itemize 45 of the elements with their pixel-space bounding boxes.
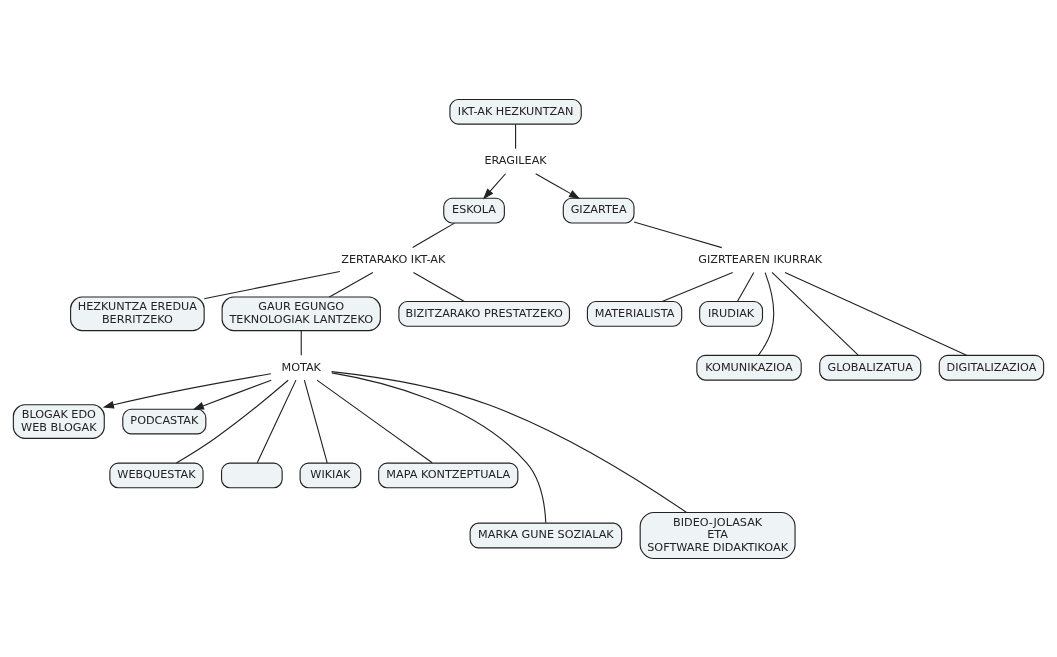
node-box: IKT-AK HEZKUNTZAN [449, 98, 582, 125]
node-box: BLOGAK EDO WEB BLOGAK [12, 403, 105, 439]
connector [331, 371, 547, 523]
connector [316, 379, 433, 463]
connector [412, 222, 456, 248]
connector [784, 271, 968, 356]
node-box: PODCASTAK [122, 408, 207, 434]
connector [412, 271, 465, 302]
node-text: MOTAK [281, 360, 321, 374]
connector [300, 329, 302, 356]
connector [175, 379, 289, 464]
connector [256, 379, 297, 463]
node-box: MARKA GUNE SOZIALAK [469, 522, 623, 548]
connector [331, 370, 688, 513]
node-box: WIKIAK [299, 462, 362, 488]
node-box: HEZKUNTZA EREDUA BERRITZEKO [70, 295, 205, 331]
connector [515, 123, 517, 149]
node-box: MAPA KONTZEPTUALA [378, 462, 519, 488]
connector [328, 271, 374, 298]
connector [303, 379, 328, 463]
node-text: ZERTARAKO IKT-AK [341, 252, 446, 266]
arrow [482, 172, 507, 199]
node-box: MATERIALISTA [586, 300, 683, 327]
connector [203, 270, 341, 299]
node-box: KOMUNIKAZIOA [696, 354, 802, 381]
node-text: ERAGILEAK [484, 153, 547, 167]
node-box: WEBQUESTAK [109, 462, 204, 488]
node-box: GLOBALIZATUA [819, 354, 922, 381]
arrow [192, 379, 272, 410]
connector [661, 271, 734, 302]
node-box: ESKOLA [443, 197, 505, 223]
node-box [221, 462, 283, 488]
node-box: BIDEO-JOLASAK ETA SOFTWARE DIDAKTIKOAK [639, 511, 796, 559]
node-box: GIZARTEA [562, 197, 635, 223]
arrow [102, 372, 272, 409]
connector [758, 271, 775, 356]
connector [736, 271, 755, 302]
connector [771, 271, 859, 356]
arrow [535, 172, 581, 199]
node-box: IRUDIAK [699, 300, 764, 327]
node-box: GAUR EGUNGO TEKNOLOGIAK LANTZEKO [221, 295, 381, 331]
node-box: BIZITZARAKO PRESTATZEKO [398, 300, 570, 327]
connector [633, 221, 723, 248]
node-text: GIZRTEAREN IKURRAK [698, 252, 823, 266]
node-box: DIGITALIZAZIOA [938, 354, 1045, 381]
